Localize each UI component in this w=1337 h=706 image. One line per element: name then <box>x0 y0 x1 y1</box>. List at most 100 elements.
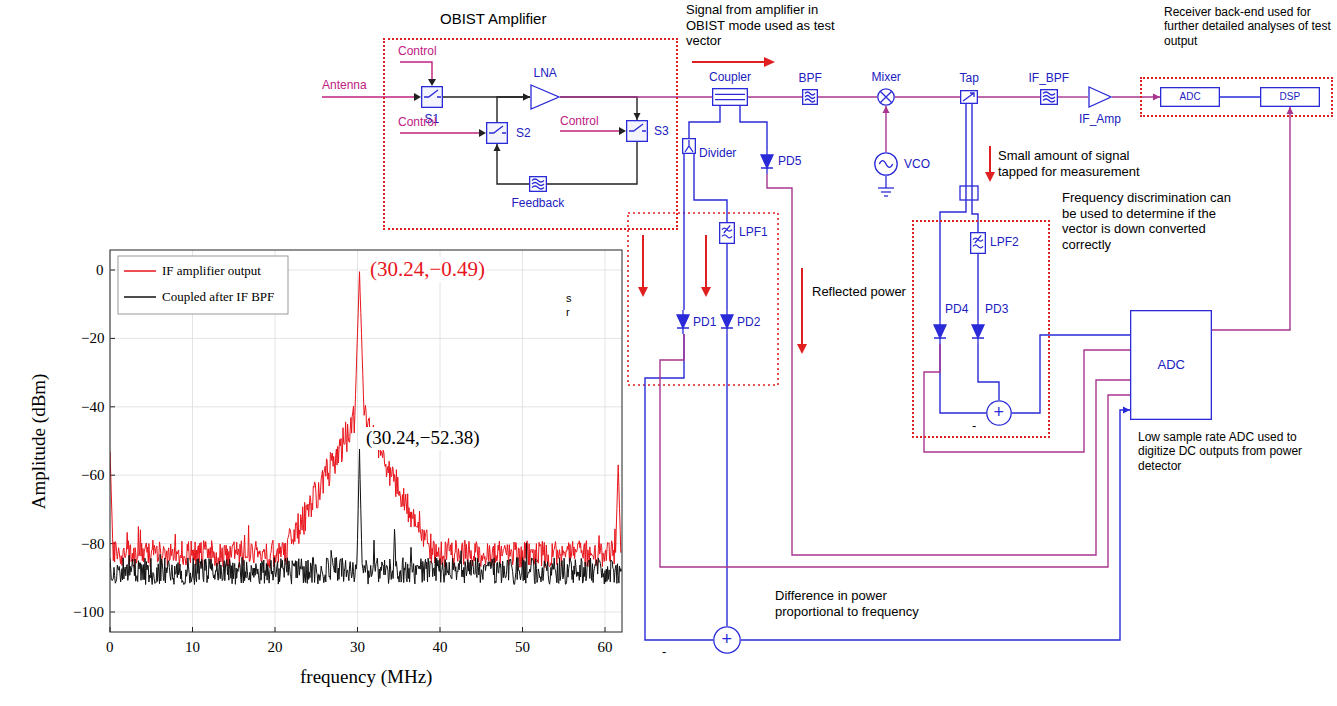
chart-grid <box>110 250 622 632</box>
signal-name: Control <box>398 44 437 58</box>
tap-symbol: Tap <box>960 90 978 104</box>
connector <box>645 334 713 640</box>
connector <box>560 97 712 98</box>
connector <box>924 344 1130 452</box>
component-label: Coupler <box>709 70 751 84</box>
component-label: S3 <box>654 124 669 138</box>
arrowhead <box>523 94 530 101</box>
mixer-symbol <box>877 88 895 106</box>
component-label: PD4 <box>945 302 968 316</box>
group-heading: Frequency discrimination can be used to … <box>1062 190 1234 252</box>
ground-symbol <box>878 187 894 188</box>
grid-line <box>110 475 622 476</box>
process-box: ADCLow sample rate ADC used to digitize … <box>1130 310 1212 420</box>
control-wire <box>400 62 432 79</box>
connector <box>727 334 728 626</box>
tick-label: −60 <box>81 466 104 484</box>
legend-sample <box>124 270 156 272</box>
filter-symbol: BPF <box>802 89 818 105</box>
connector-line <box>560 96 712 97</box>
connector-line <box>748 96 802 97</box>
note: Small amount of signal tapped for measur… <box>998 148 1158 179</box>
note: Reflected power <box>812 284 906 300</box>
summing-junction: +Difference in power proportional to fre… <box>713 626 741 654</box>
connector <box>727 244 728 310</box>
legend-label: Coupled after IF BPF <box>162 289 274 305</box>
component-label: PD3 <box>985 302 1008 316</box>
switch-symbol <box>421 86 443 108</box>
arrowhead <box>1123 407 1130 414</box>
connector <box>547 142 637 184</box>
connector-line <box>895 96 960 97</box>
component-label: ADC <box>1158 357 1185 373</box>
filter-symbol: LPF2 <box>970 232 986 254</box>
grid-line <box>110 612 622 613</box>
tap-symbol <box>960 90 978 104</box>
component-label: Mixer <box>872 70 901 84</box>
connector-line <box>1212 107 1290 330</box>
connector <box>497 94 530 123</box>
detector-symbol <box>720 310 734 334</box>
tick-mark <box>110 338 115 339</box>
connector-line <box>726 244 727 310</box>
ground-symbol <box>881 191 891 192</box>
arrowhead <box>479 129 486 137</box>
arrowhead <box>638 287 648 297</box>
switch-symbol <box>486 122 508 144</box>
arrowhead <box>985 172 995 182</box>
arrowhead <box>634 113 641 120</box>
process-box: ADC <box>1160 87 1220 107</box>
detector-symbol: PD2 <box>720 310 734 334</box>
connector <box>494 144 530 184</box>
axis-title: Amplitude (dBm) <box>28 373 51 509</box>
tick-label: 20 <box>268 638 283 656</box>
component-label: VCO <box>904 157 930 171</box>
switch-symbol: S1 <box>421 86 443 108</box>
connector <box>741 407 1130 641</box>
component-label: Feedback <box>512 196 565 210</box>
group-heading: OBIST Amplifier <box>440 10 546 28</box>
sign-mark: - <box>662 644 666 660</box>
arrowhead <box>701 287 711 297</box>
signal-name: Control <box>398 115 437 129</box>
connector-line <box>726 334 727 626</box>
connector-line <box>924 344 1130 452</box>
grid-line <box>110 338 622 339</box>
connector <box>818 97 877 98</box>
switch-symbol: S3 <box>626 120 648 142</box>
stray-mark: s <box>566 292 572 305</box>
connector <box>1012 335 1130 413</box>
arrowhead <box>523 94 530 101</box>
signal-arrow <box>692 61 764 63</box>
filter-symbol <box>970 232 986 254</box>
component-label: PD1 <box>693 315 716 329</box>
connector <box>940 344 986 413</box>
tick-label: 60 <box>598 638 613 656</box>
tick-mark <box>357 627 358 632</box>
component-label: LPF1 <box>739 225 768 239</box>
filter-symbol: IF_BPF <box>1040 89 1058 105</box>
oscillator-symbol <box>874 152 898 176</box>
legend-box <box>118 256 288 314</box>
connector-line <box>497 144 529 184</box>
connector <box>660 334 1130 567</box>
connector <box>978 344 999 400</box>
component-label: IF_BPF <box>1029 71 1070 85</box>
connector <box>883 106 890 152</box>
annotation: (30.24,−0.49) <box>368 257 487 282</box>
connector-line <box>689 106 720 138</box>
tick-mark <box>192 627 193 632</box>
component-label: Divider <box>699 146 736 160</box>
detector-symbol <box>933 320 947 344</box>
coupler-symbol: Coupler <box>712 88 748 106</box>
tick-label: 0 <box>106 638 114 656</box>
amplifier-symbol <box>530 84 560 110</box>
antenna-wire <box>322 96 414 97</box>
signal-arrow <box>642 235 644 287</box>
plot-area <box>110 272 622 585</box>
divider-symbol <box>682 138 696 154</box>
group-outline: Frequency discrimination can be used to … <box>912 220 1050 438</box>
connector-line <box>694 154 727 222</box>
note: Signal from amplifier in OBIST mode used… <box>686 2 858 49</box>
connector-line <box>1012 335 1130 413</box>
